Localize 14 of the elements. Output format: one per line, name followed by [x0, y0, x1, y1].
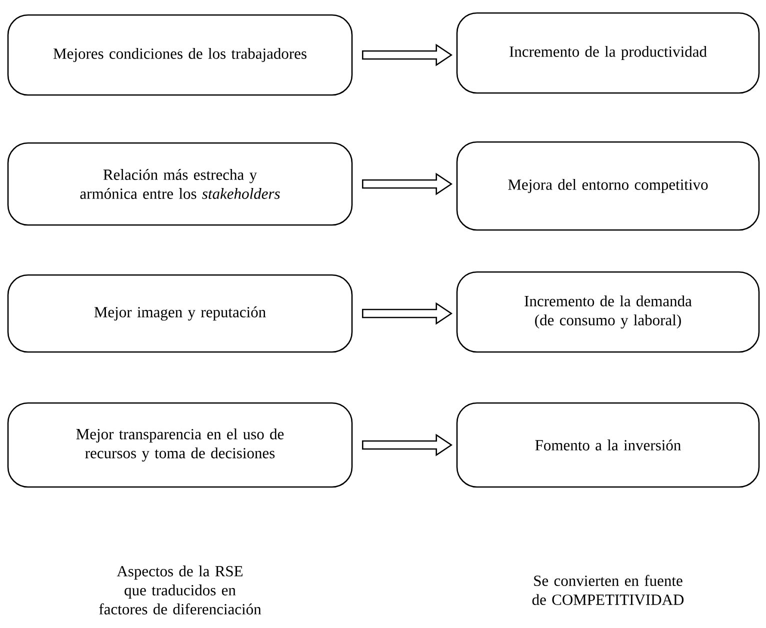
rounded-box: Mejores condiciones de los trabajadores	[7, 14, 353, 96]
rounded-box: Mejor imagen y reputación	[7, 274, 353, 353]
block-arrow	[362, 172, 453, 196]
block-arrow	[362, 302, 453, 325]
rounded-box: Mejora del entorno competitivo	[456, 141, 760, 231]
rounded-box: Incremento de la demanda (de consumo y laboral)	[456, 271, 760, 353]
block-arrow	[362, 44, 453, 66]
rounded-box: Fomento a la inversión	[456, 402, 760, 488]
rounded-box: Relación más estrecha y armónica entre los stakeholders	[7, 142, 353, 226]
caption-text: Se convierten en fuente de COMPETITIVIDAD	[532, 574, 684, 606]
rounded-box: Mejor transparencia en el uso de recursos y toma de decisiones	[7, 402, 353, 488]
rounded-box: Incremento de la productividad	[456, 12, 760, 94]
caption-text: Aspectos de la RSE que traducidos en factores de diferenciación	[99, 566, 262, 614]
block-arrow	[362, 434, 453, 456]
